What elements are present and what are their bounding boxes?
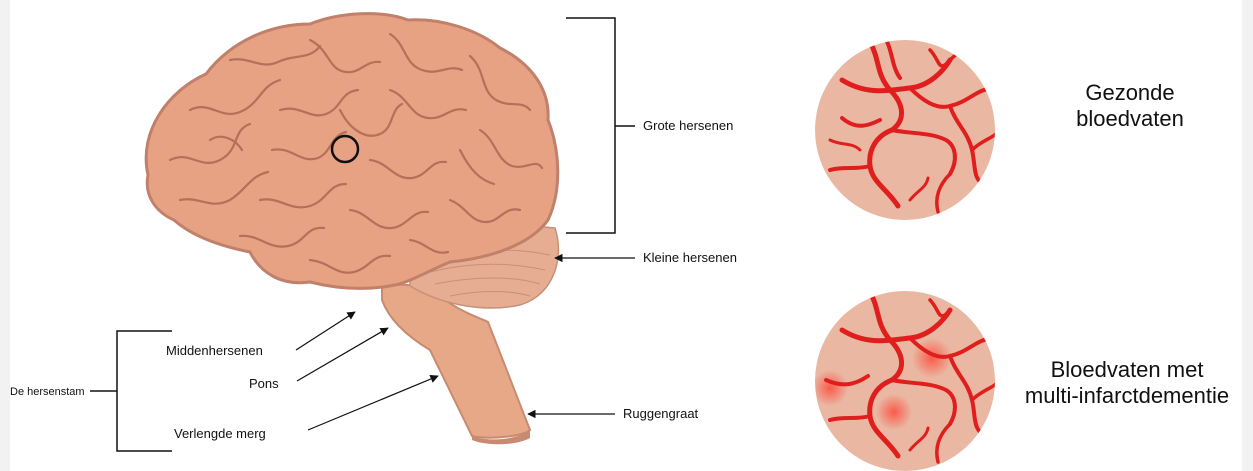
- label-cerebrum: Grote hersenen: [643, 118, 733, 134]
- label-brainstem: De hersenstam: [10, 384, 85, 400]
- infarct-caption-line2: multi-infarctdementie: [1014, 383, 1240, 409]
- brainstem-illustration: [382, 285, 530, 445]
- medulla-arrow: [308, 376, 438, 430]
- label-medulla: Verlengde merg: [174, 426, 266, 442]
- diagram-canvas: Grote hersenen Kleine hersenen Ruggengra…: [10, 0, 1242, 471]
- midbrain-arrow: [296, 312, 355, 350]
- label-cerebellum: Kleine hersenen: [643, 250, 737, 266]
- healthy-caption-line2: bloedvaten: [1050, 106, 1210, 132]
- label-midbrain: Middenhersenen: [166, 343, 263, 359]
- infarct-vessels-illustration: [812, 291, 1000, 471]
- label-spinal-cord: Ruggengraat: [623, 406, 698, 422]
- pons-arrow: [297, 328, 388, 381]
- label-pons: Pons: [249, 376, 279, 392]
- healthy-vessels-illustration: [815, 30, 1000, 220]
- healthy-caption-line1: Gezonde: [1050, 80, 1210, 106]
- infarct-caption: Bloedvaten met multi-infarctdementie: [1014, 357, 1240, 409]
- brainstem-bracket: [117, 331, 172, 451]
- infarct-caption-line1: Bloedvaten met: [1014, 357, 1240, 383]
- cerebrum-illustration: [146, 14, 558, 289]
- cerebrum-bracket: [566, 18, 615, 233]
- healthy-caption: Gezonde bloedvaten: [1050, 80, 1210, 132]
